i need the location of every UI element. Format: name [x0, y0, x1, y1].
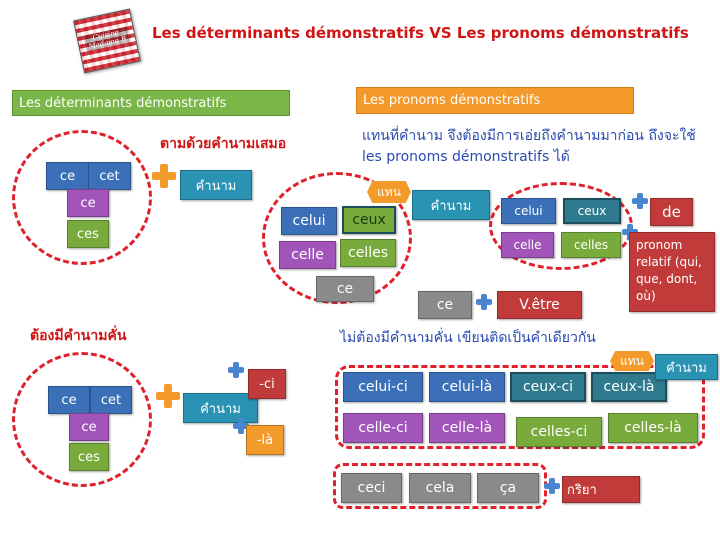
- neutral-ceci: ceci: [341, 473, 402, 503]
- verb-etre-box: V.être: [497, 291, 582, 319]
- compound-celle-ci: celle-ci: [343, 413, 423, 443]
- pron-ce: ce: [316, 276, 374, 302]
- plus-icon: [544, 478, 560, 494]
- pron-celui-small: celui: [501, 198, 556, 224]
- compound-celles-la: celles-là: [608, 413, 698, 443]
- pron-celui: celui: [281, 207, 337, 235]
- de-box: de: [650, 198, 693, 226]
- det-ces: ces: [67, 220, 109, 248]
- logo: Cuisine Madame B: [73, 8, 141, 74]
- note-replaces-noun: แทนที่คำนาม จึงต้องมีการเอ่ยถึงคำนามมาก่…: [362, 128, 696, 165]
- plus-icon: [152, 164, 176, 188]
- noun-box: คำนาม: [655, 354, 718, 380]
- noun-box: คำนาม: [183, 393, 258, 423]
- det-ces: ces: [69, 443, 109, 471]
- logo-label: Cuisine Madame B: [83, 26, 130, 52]
- compound-celui-la: celui-là: [429, 372, 505, 402]
- replace-arrow: แทน: [610, 351, 654, 371]
- section-header-determinants: Les déterminants démonstratifs: [12, 90, 290, 116]
- det-cet: cet: [88, 162, 131, 190]
- suffix-ci: -ci: [248, 369, 286, 399]
- relative-pronoun-box: pronom relatif (qui, que, dont, où): [629, 232, 715, 312]
- pronoms-circle: [262, 172, 412, 304]
- det-ce: ce: [46, 162, 89, 190]
- noun-box: คำนาม: [412, 190, 490, 220]
- note-no-noun: ไม่ต้องมีคำนามคั่น เขียนติดเป็นคำเดียวกั…: [340, 330, 596, 346]
- compound-ceux-la: ceux-là: [591, 372, 667, 402]
- page-title: Les déterminants démonstratifs VS Les pr…: [152, 24, 689, 42]
- plus-icon: [632, 193, 648, 209]
- pron-celles-small: celles: [561, 232, 621, 258]
- det-ce-feminine: ce: [67, 189, 109, 217]
- neutral-cela: cela: [409, 473, 471, 503]
- note-noun-between: ต้องมีคำนามคั่น: [30, 328, 127, 344]
- compound-box: [335, 365, 705, 449]
- pron-ceux-small: ceux: [563, 198, 621, 224]
- plus-icon: [228, 362, 244, 378]
- plus-icon: [476, 294, 492, 310]
- noun-box: คำนาม: [180, 170, 252, 200]
- verb-box: กริยา: [562, 476, 640, 503]
- replace-arrow: แทน: [367, 181, 411, 203]
- pron-celle: celle: [279, 241, 336, 269]
- note-followed-by-noun: ตามด้วยคำนามเสมอ: [160, 136, 287, 152]
- compound-ceux-ci: ceux-ci: [510, 372, 586, 402]
- compound-celles-ci: celles-ci: [516, 417, 602, 447]
- suffix-la: -là: [246, 425, 284, 455]
- plus-icon: [156, 384, 180, 408]
- determinants-circle-top: [12, 130, 152, 265]
- section-header-pronoms: Les pronoms démonstratifs: [356, 87, 634, 114]
- compound-celle-la: celle-là: [429, 413, 505, 443]
- determinants-circle-bottom: [12, 352, 152, 487]
- pron-celle-small: celle: [501, 232, 554, 258]
- det-ce: ce: [48, 386, 90, 414]
- det-cet: cet: [90, 386, 132, 414]
- ce-box: ce: [418, 291, 472, 319]
- pron-ceux: ceux: [342, 206, 396, 234]
- det-ce-feminine: ce: [69, 413, 109, 441]
- compound-celui-ci: celui-ci: [343, 372, 423, 402]
- plus-icon: [233, 418, 249, 434]
- pron-celles: celles: [340, 239, 396, 267]
- neutral-ca: ça: [477, 473, 539, 503]
